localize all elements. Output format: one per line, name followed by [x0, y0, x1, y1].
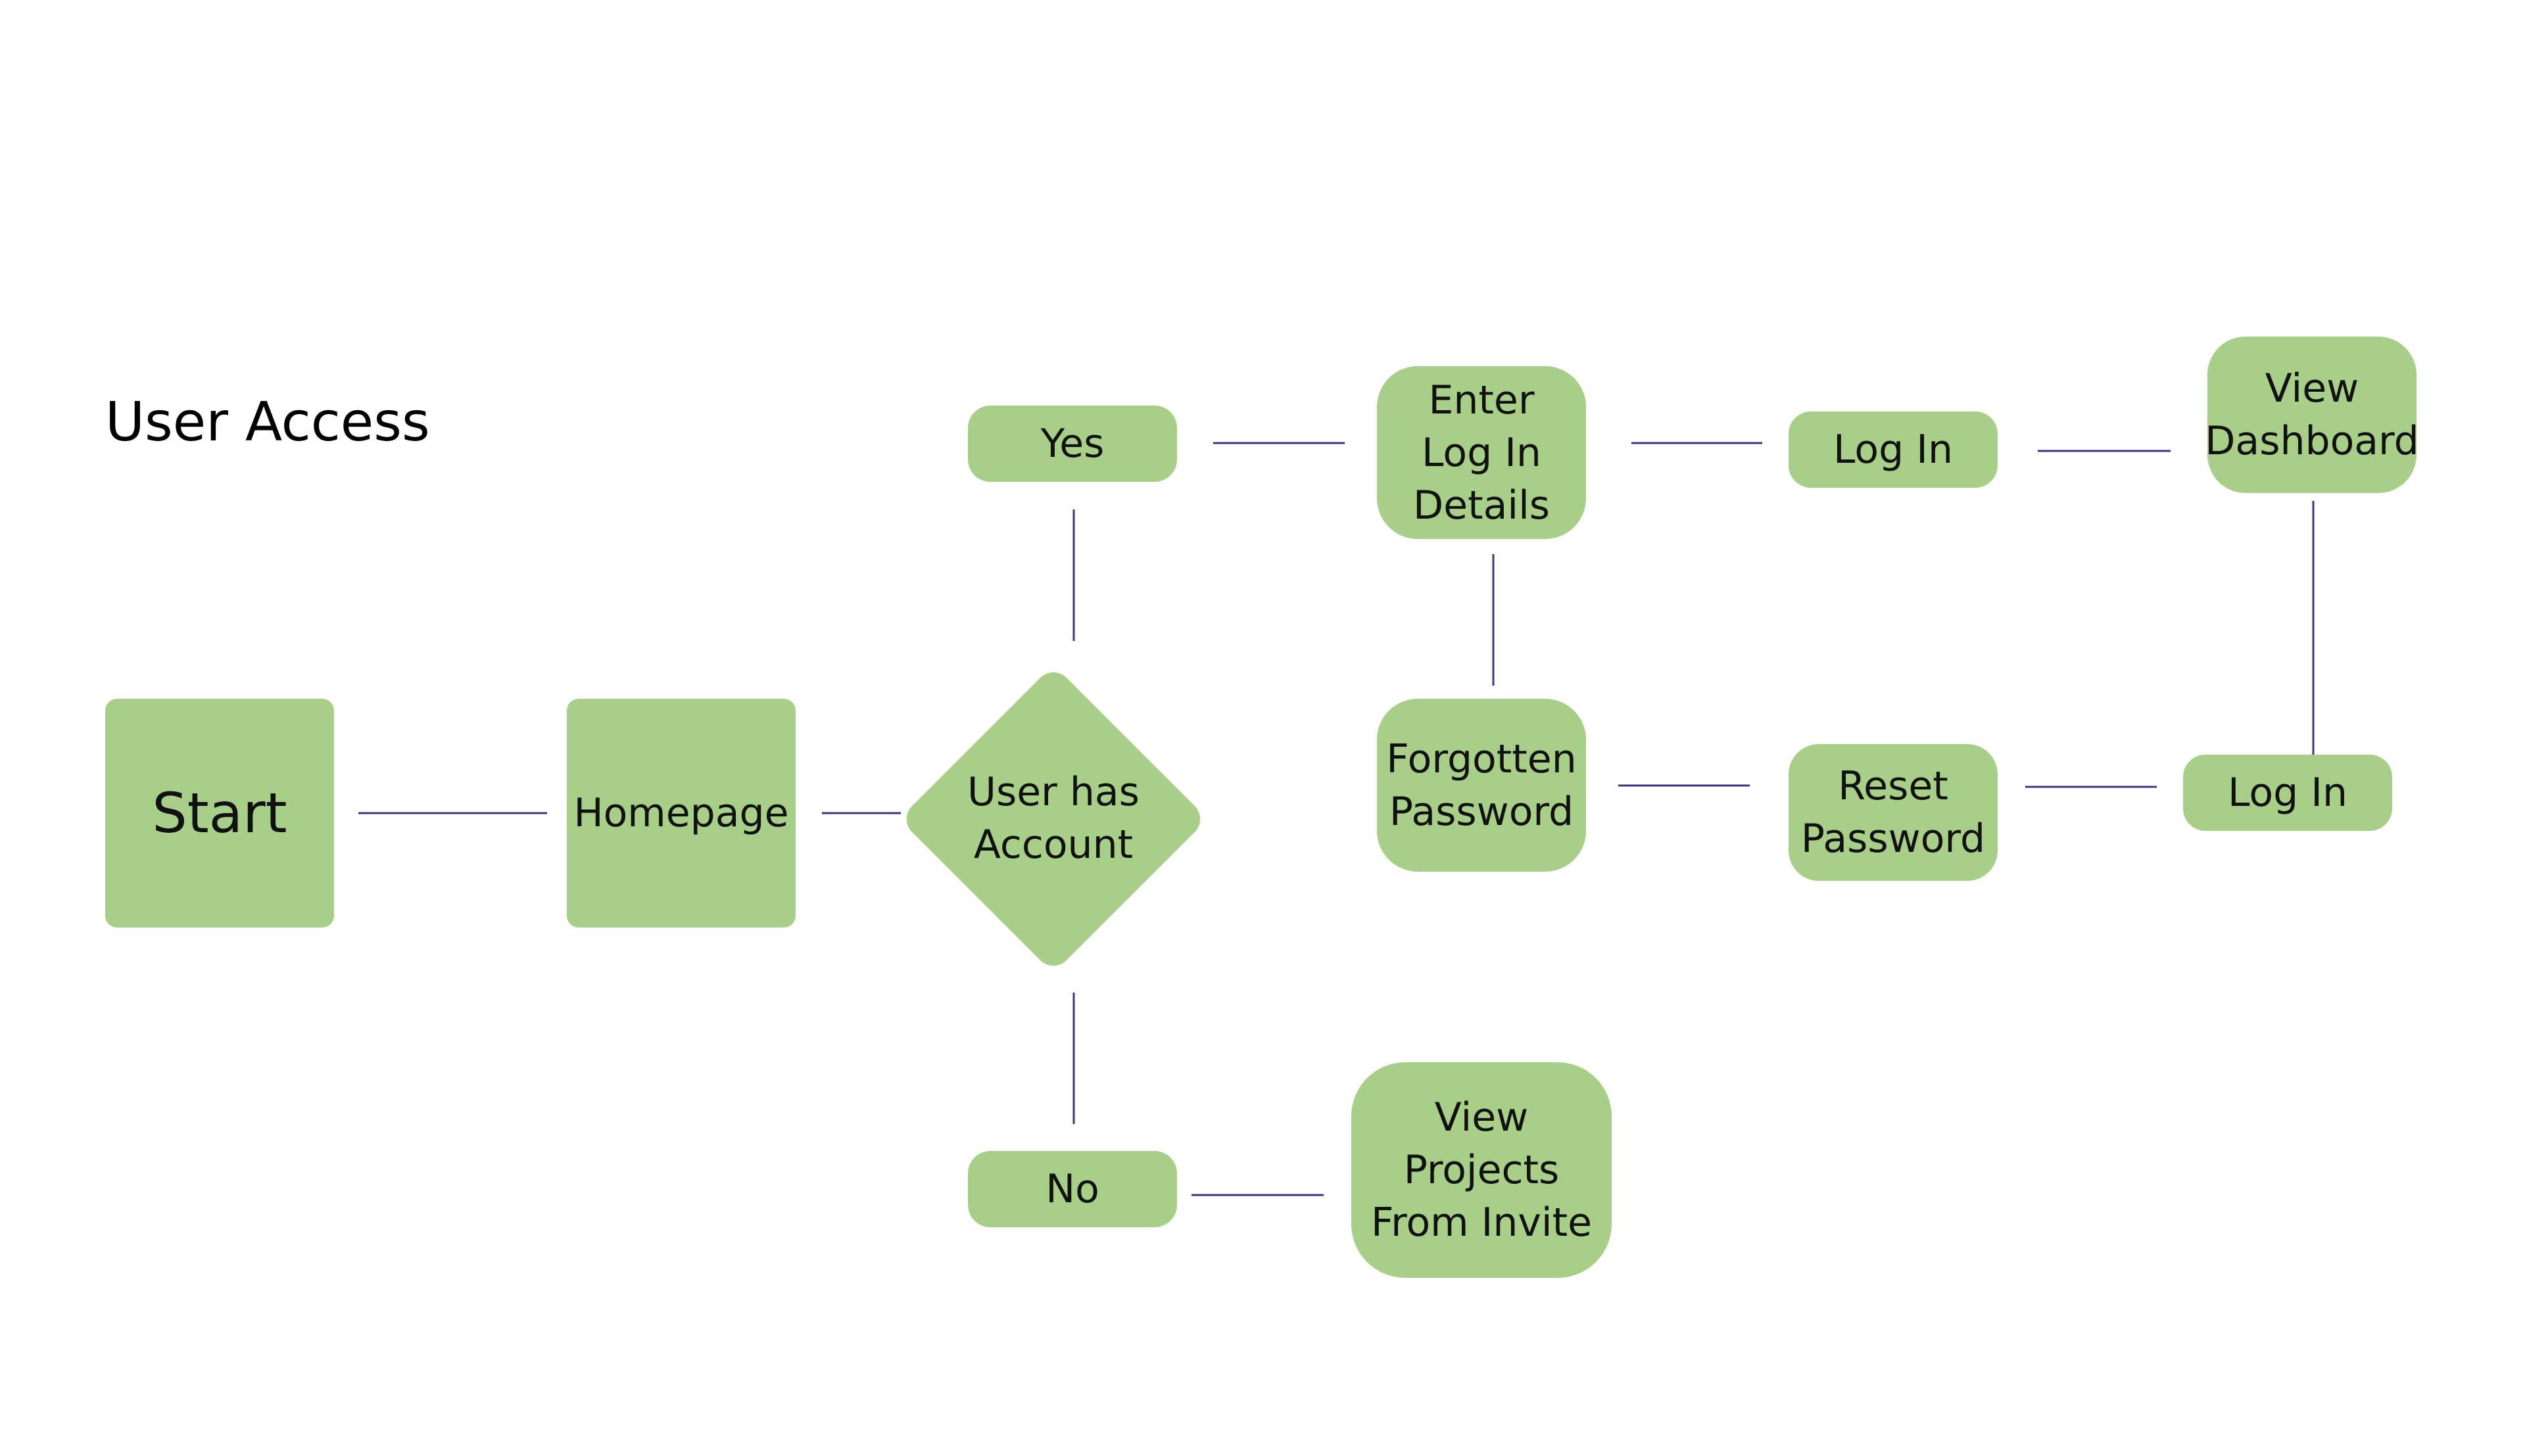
node-forgotten-password: Forgotten Password — [1377, 699, 1586, 872]
node-enter-details: Enter Log In Details — [1377, 366, 1586, 539]
node-yes: Yes — [968, 406, 1177, 482]
node-start-label: Start — [152, 781, 287, 845]
node-decision-label: User has Account — [967, 769, 1140, 868]
node-start: Start — [105, 699, 334, 928]
node-log-in-bottom: Log In — [2183, 755, 2392, 831]
node-no-label: No — [1046, 1166, 1099, 1212]
node-log-in-bottom-label: Log In — [2228, 770, 2347, 816]
node-log-in-top: Log In — [1789, 411, 1998, 488]
node-enter-details-label: Enter Log In Details — [1412, 377, 1550, 528]
node-reset-password: Reset Password — [1789, 744, 1998, 881]
node-log-in-top-label: Log In — [1833, 427, 1953, 473]
node-no: No — [968, 1151, 1177, 1227]
node-yes-label: Yes — [1040, 421, 1105, 467]
node-homepage: Homepage — [567, 699, 796, 928]
node-reset-password-label: Reset Password — [1800, 763, 1986, 862]
node-view-projects: View Projects From Invite — [1351, 1062, 1612, 1278]
node-view-dashboard: View Dashboard — [2205, 337, 2419, 493]
node-forgotten-password-label: Forgotten Password — [1386, 736, 1577, 835]
node-homepage-label: Homepage — [573, 790, 789, 836]
node-view-projects-label: View Projects From Invite — [1370, 1094, 1593, 1246]
diagram-title: User Access — [105, 391, 430, 454]
node-view-dashboard-label: View Dashboard — [2205, 365, 2419, 464]
